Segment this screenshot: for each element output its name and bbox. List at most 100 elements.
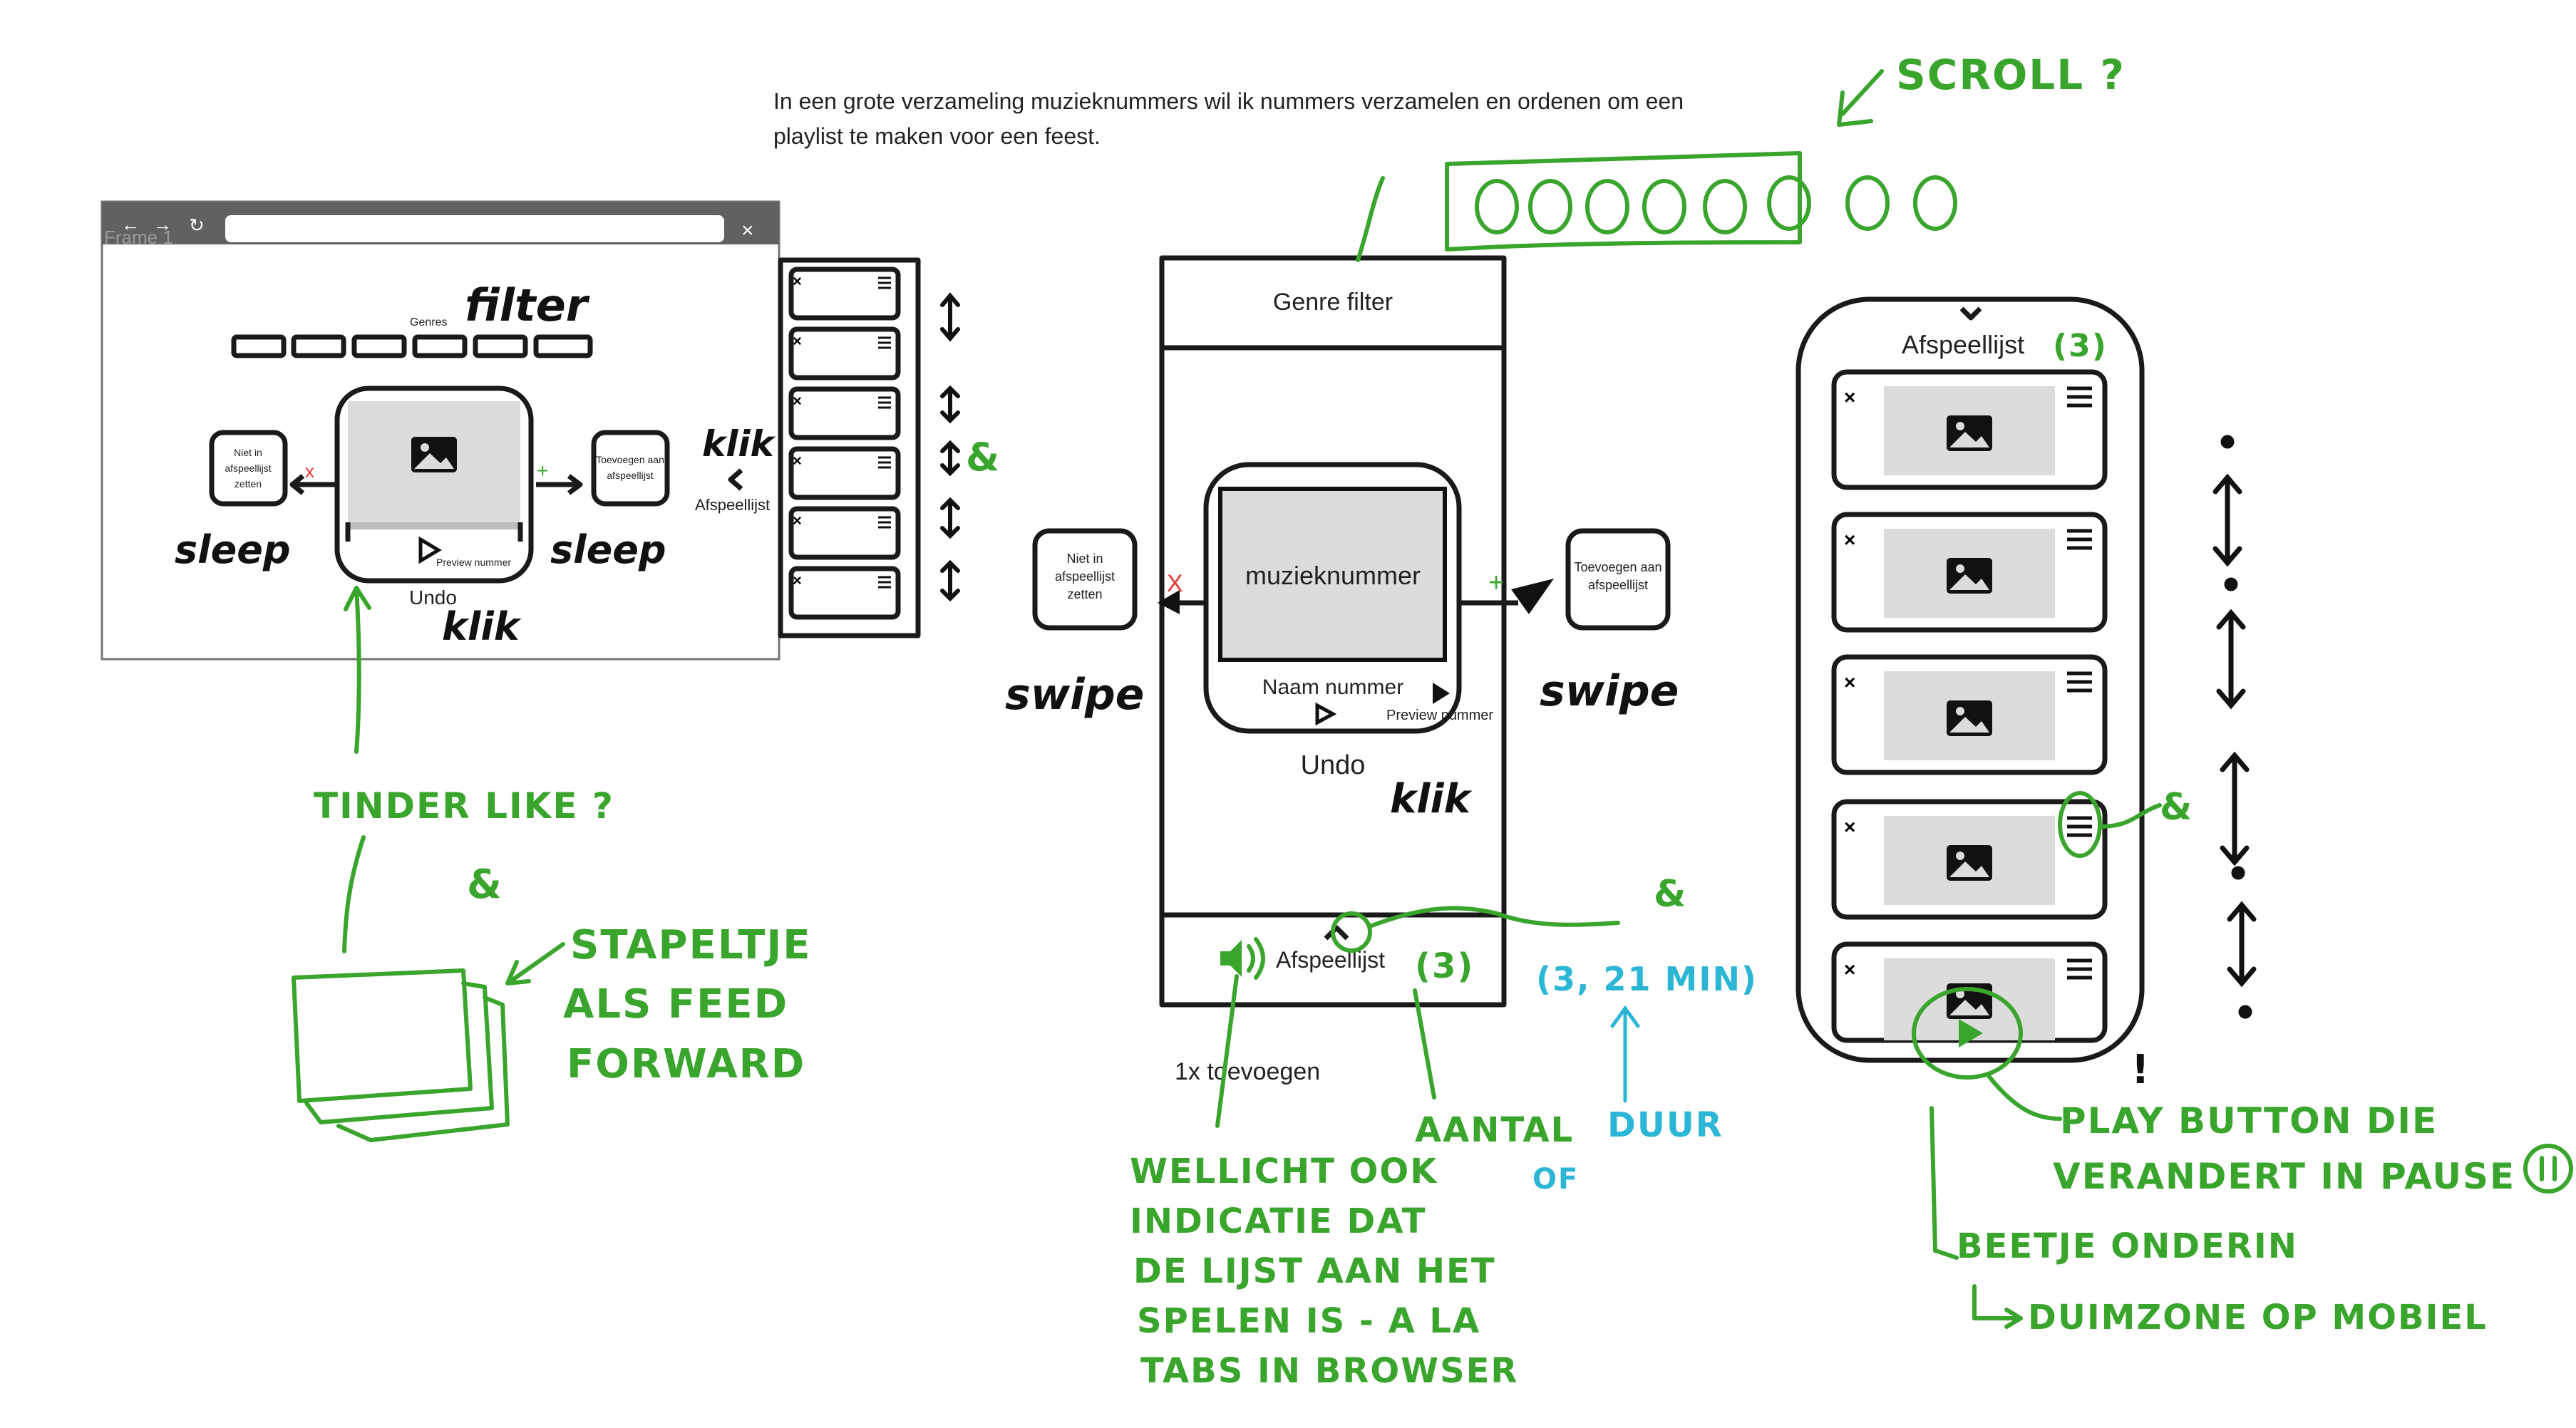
play-button-icon[interactable] bbox=[1959, 1019, 1983, 1047]
expand-chevron-icon[interactable] bbox=[1324, 925, 1349, 941]
playlist-item[interactable]: × bbox=[1831, 941, 2108, 1047]
remove-icon[interactable]: × bbox=[793, 571, 802, 589]
playlist-title: Afspeellijst bbox=[1902, 330, 2024, 359]
accept-mark: + bbox=[537, 460, 548, 482]
genre-filter-button[interactable]: Genre filter bbox=[1273, 289, 1393, 316]
undo-button[interactable]: Undo bbox=[409, 586, 457, 609]
side-playlist-item[interactable]: × bbox=[788, 566, 901, 620]
right-arrow-icon bbox=[1511, 579, 1554, 614]
drag-connector bbox=[2099, 803, 2162, 829]
side-playlist-item[interactable]: × bbox=[788, 446, 901, 500]
accept-line-1: Toevoegen aan bbox=[1574, 560, 1661, 574]
count-badge: (3) bbox=[1415, 946, 1474, 986]
play-highlight bbox=[1912, 987, 2023, 1080]
drag-handle-icon[interactable] bbox=[2067, 958, 2092, 980]
tinder-ampersand: & bbox=[467, 862, 503, 908]
close-window-icon[interactable]: × bbox=[741, 219, 754, 242]
image-placeholder-icon bbox=[1947, 415, 1992, 451]
play-icon[interactable] bbox=[418, 536, 442, 564]
mobile-reject-button[interactable]: Niet in afspeellijst zetten bbox=[1032, 528, 1138, 631]
reject-button[interactable]: Niet in afspeellijst zetten bbox=[209, 430, 288, 507]
indication-line-5: TABS IN BROWSER bbox=[1140, 1351, 1518, 1391]
playlist-item[interactable]: × bbox=[1831, 512, 2108, 633]
play-note-1: PLAY BUTTON DIE bbox=[2060, 1100, 2438, 1142]
thumb-note-1: BEETJE ONDERIN bbox=[1957, 1226, 2298, 1266]
klik-undo-note: klik bbox=[442, 604, 522, 649]
expand-chevron-icon[interactable] bbox=[728, 468, 743, 491]
drag-handle-icon[interactable] bbox=[878, 456, 891, 469]
drag-handle-icon[interactable] bbox=[878, 576, 891, 589]
genres-label: Genres bbox=[410, 316, 447, 328]
intro-line-1: In een grote verzameling muzieknummers w… bbox=[773, 88, 1684, 114]
drag-handle-icon[interactable] bbox=[2067, 671, 2092, 693]
aantal-connector bbox=[1413, 988, 1436, 1100]
remove-icon[interactable]: × bbox=[1844, 386, 1855, 408]
drag-handle-icon[interactable] bbox=[878, 336, 891, 349]
duur-arrow bbox=[1610, 1005, 1640, 1103]
image-placeholder-icon bbox=[1947, 558, 1992, 594]
remove-icon[interactable]: × bbox=[1844, 529, 1855, 551]
remove-icon[interactable]: × bbox=[793, 512, 802, 529]
drag-handle-icon[interactable] bbox=[878, 516, 891, 529]
song-name: Naam nummer bbox=[1262, 676, 1403, 699]
side-playlist-item[interactable]: × bbox=[788, 267, 901, 321]
remove-icon[interactable]: × bbox=[1844, 816, 1855, 838]
side-playlist-label: Afspeellijst bbox=[695, 496, 770, 514]
reject-line-2: afspeellijst bbox=[1055, 569, 1115, 584]
remove-icon[interactable]: × bbox=[1844, 958, 1855, 981]
remove-icon[interactable]: × bbox=[793, 452, 802, 470]
duur-note: DUUR bbox=[1607, 1105, 1724, 1145]
accept-button[interactable]: Toevoegen aan afspeellijst bbox=[591, 430, 670, 507]
remove-icon[interactable]: × bbox=[793, 332, 802, 350]
drag-handle-icon[interactable] bbox=[878, 396, 891, 409]
bottom-playlist-label[interactable]: Afspeellijst bbox=[1276, 947, 1385, 973]
drag-handle-icon[interactable] bbox=[2067, 816, 2092, 837]
playlist-item[interactable]: × bbox=[1831, 369, 2108, 490]
play-icon[interactable] bbox=[1433, 683, 1450, 704]
drag-ampersand: & bbox=[2160, 786, 2193, 829]
back-arrow-icon[interactable]: ← bbox=[121, 214, 140, 235]
stack-note-2: ALS FEED bbox=[563, 981, 788, 1028]
genre-chips[interactable] bbox=[231, 334, 593, 358]
playlist-item[interactable]: × bbox=[1831, 654, 2108, 775]
reject-line-1: Niet in bbox=[1066, 552, 1103, 566]
mobile-song-card[interactable]: muzieknummer Naam nummer Preview nummer bbox=[1203, 462, 1493, 734]
image-placeholder-icon bbox=[1947, 700, 1992, 736]
accept-mark: + bbox=[1488, 568, 1504, 598]
card-stack-sketch bbox=[292, 968, 510, 1142]
undo-button[interactable]: Undo bbox=[1301, 750, 1366, 780]
stack-arrow bbox=[505, 942, 565, 985]
side-playlist-item[interactable]: × bbox=[788, 326, 901, 381]
reorder-arrows-icon bbox=[2212, 435, 2257, 1019]
pause-icon bbox=[2523, 1144, 2573, 1194]
playlist-count: (3) bbox=[2053, 328, 2108, 364]
address-bar[interactable] bbox=[225, 215, 724, 242]
filter-note: filter bbox=[465, 279, 590, 331]
remove-icon[interactable]: × bbox=[793, 272, 802, 290]
reject-mark: x bbox=[305, 460, 314, 482]
tinder-note: TINDER LIKE ? bbox=[314, 785, 614, 827]
sleep-right-note: sleep bbox=[550, 527, 666, 572]
remove-icon[interactable]: × bbox=[1844, 671, 1855, 693]
drag-handle-icon[interactable] bbox=[2067, 386, 2092, 408]
collapse-chevron-icon[interactable] bbox=[1959, 306, 1982, 321]
remove-icon[interactable]: × bbox=[793, 392, 802, 410]
playlist-item[interactable]: × bbox=[1831, 799, 2108, 920]
reject-line-2: afspeellijst bbox=[225, 462, 271, 474]
reorder-arrows-icon bbox=[940, 292, 960, 602]
drag-handle-icon[interactable] bbox=[2067, 529, 2092, 550]
reload-icon[interactable]: ↻ bbox=[189, 214, 205, 236]
desktop-song-card[interactable]: Preview nummer bbox=[334, 386, 534, 584]
image-placeholder-icon bbox=[1947, 845, 1992, 881]
mobile-accept-button[interactable]: Toevoegen aan afspeellijst bbox=[1565, 528, 1671, 631]
drag-handle-icon[interactable] bbox=[878, 276, 891, 289]
preview-play-icon[interactable] bbox=[1315, 702, 1337, 726]
indication-line-3: DE LIJST AAN HET bbox=[1133, 1251, 1496, 1291]
side-playlist-item[interactable]: × bbox=[788, 386, 901, 440]
side-playlist-item[interactable]: × bbox=[788, 506, 901, 560]
thumb-arrow bbox=[1972, 1284, 2023, 1329]
scroll-bracket bbox=[1445, 151, 1802, 252]
accept-line-2: afspeellijst bbox=[607, 470, 653, 481]
forward-arrow-icon[interactable]: → bbox=[153, 214, 172, 235]
